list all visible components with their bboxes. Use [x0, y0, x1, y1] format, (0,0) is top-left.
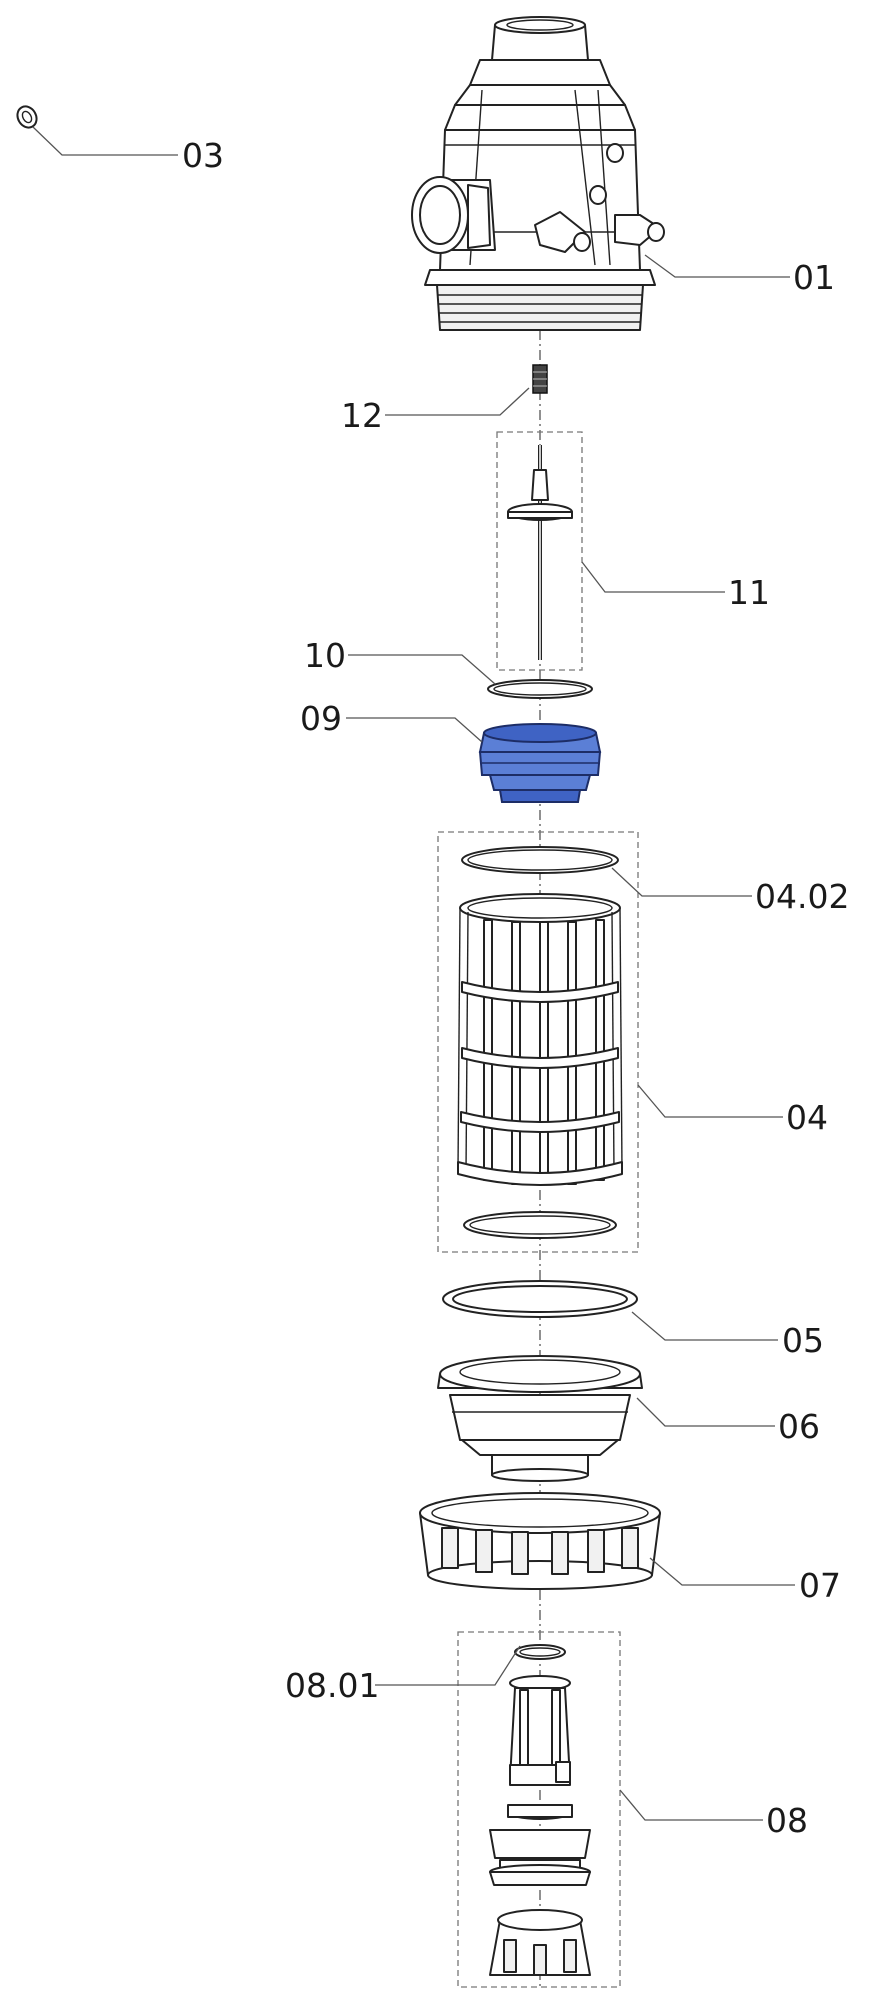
- part-07-union-nut[interactable]: [419, 1492, 661, 1590]
- leader-line-10: [348, 654, 496, 685]
- leader-line-01: [644, 254, 790, 278]
- label-10: 10: [304, 636, 346, 675]
- label-08-01: 08.01: [285, 1666, 379, 1705]
- label-09: 09: [300, 699, 342, 738]
- leader-line-12: [385, 387, 530, 416]
- label-11: 11: [728, 573, 770, 612]
- part-03-washer[interactable]: [14, 103, 41, 131]
- label-04-02: 04.02: [755, 877, 849, 916]
- label-01: 01: [793, 258, 835, 297]
- leader-line-05: [631, 1311, 778, 1341]
- label-06: 06: [778, 1407, 820, 1446]
- group-box-11: [496, 431, 583, 671]
- label-05: 05: [782, 1321, 824, 1360]
- label-07: 07: [799, 1566, 841, 1605]
- leader-line-08-01: [375, 1645, 521, 1686]
- group-box-08: [457, 1631, 621, 1988]
- label-12: 12: [341, 396, 383, 435]
- leader-line-11: [581, 561, 725, 593]
- part-09-blue-connector[interactable]: [478, 723, 602, 803]
- part-11-stem-assembly[interactable]: [507, 445, 573, 660]
- leader-line-08: [619, 1789, 763, 1821]
- part-06-adapter-housing[interactable]: [437, 1355, 643, 1482]
- label-04: 04: [786, 1098, 828, 1137]
- part-04-filter-cartridge[interactable]: [457, 893, 623, 1239]
- part-05-large-o-ring[interactable]: [442, 1280, 638, 1318]
- leader-line-06: [636, 1397, 775, 1427]
- part-08-drain-valve[interactable]: [489, 1675, 591, 1976]
- part-08-01-small-o-ring[interactable]: [514, 1644, 566, 1660]
- label-03: 03: [182, 136, 224, 175]
- part-04-02-seal-ring[interactable]: [461, 846, 619, 874]
- part-10-o-ring[interactable]: [487, 679, 593, 699]
- leader-line-04: [637, 1084, 783, 1118]
- part-12-set-screw[interactable]: [532, 364, 548, 394]
- leader-line-03: [32, 126, 178, 156]
- leader-line-04-02: [611, 867, 752, 897]
- group-box-04: [437, 831, 639, 1253]
- label-08: 08: [766, 1801, 808, 1840]
- part-01-filter-head[interactable]: [411, 16, 665, 331]
- leader-line-07: [649, 1557, 795, 1586]
- leader-line-09: [346, 717, 483, 743]
